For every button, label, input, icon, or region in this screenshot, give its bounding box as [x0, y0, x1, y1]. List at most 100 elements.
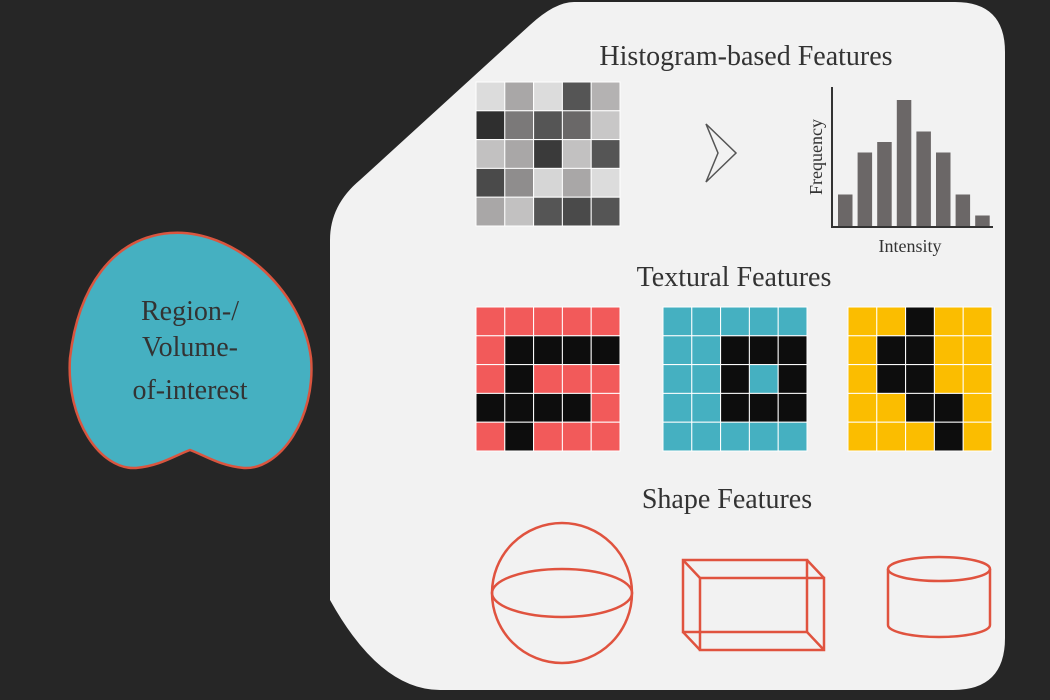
intensity-cell: [590, 81, 621, 112]
texture-cell: [504, 364, 535, 394]
texture-cell: [748, 421, 779, 452]
texture-cell: [748, 392, 779, 423]
texture-cell: [933, 421, 964, 452]
histogram-bar: [877, 142, 892, 226]
texture-cell: [905, 306, 935, 337]
intensity-cell: [590, 196, 621, 227]
texture-cell: [504, 392, 535, 423]
roi-label: Region-/ Volume- of-interest: [132, 296, 247, 406]
intensity-cell: [561, 110, 592, 141]
texture-cell: [561, 335, 592, 366]
texture-cell: [847, 364, 878, 394]
histogram-bar: [955, 194, 971, 226]
texture-cell: [962, 421, 993, 452]
texture-cell: [504, 306, 535, 337]
texture-cell: [876, 421, 907, 452]
histogram-bar: [975, 215, 990, 226]
texture-cell: [905, 421, 935, 452]
intensity-cell: [590, 110, 621, 141]
texture-cell: [533, 306, 563, 337]
intensity-cell: [504, 110, 535, 141]
texture-cell: [533, 364, 563, 394]
texture-cell: [876, 364, 907, 394]
intensity-cell: [504, 81, 535, 112]
texture-cell: [590, 421, 621, 452]
texture-cell: [475, 392, 506, 423]
intensity-grid: [475, 81, 621, 227]
texture-cell: [962, 306, 993, 337]
intensity-cell: [561, 167, 592, 198]
intensity-cell: [590, 139, 621, 169]
intensity-cell: [590, 167, 621, 198]
texture-cell: [748, 364, 779, 394]
texture-cell: [533, 421, 563, 452]
intensity-cell: [475, 139, 506, 169]
intensity-cell: [533, 110, 563, 141]
texture-cell: [876, 392, 907, 423]
texture-cell: [748, 306, 779, 337]
texture-cell: [933, 335, 964, 366]
intensity-cell: [475, 167, 506, 198]
texture-cell: [933, 364, 964, 394]
texture-cell: [933, 306, 964, 337]
texture-cell: [720, 421, 750, 452]
texture-cell: [475, 421, 506, 452]
intensity-cell: [504, 167, 535, 198]
intensity-cell: [533, 81, 563, 112]
histogram-y-label: Frequency: [806, 119, 826, 195]
texture-cell: [504, 421, 535, 452]
intensity-cell: [475, 110, 506, 141]
textural-section-title: Textural Features: [637, 262, 832, 293]
histogram-bar: [916, 131, 931, 226]
texture-cell: [962, 364, 993, 394]
texture-cell: [662, 364, 693, 394]
texture-cell: [504, 335, 535, 366]
texture-pattern: [662, 306, 808, 452]
texture-cell: [905, 335, 935, 366]
histogram-x-label: Intensity: [879, 236, 942, 256]
texture-cell: [590, 335, 621, 366]
texture-cell: [777, 335, 808, 366]
intensity-cell: [475, 196, 506, 227]
texture-cell: [720, 335, 750, 366]
histogram-bar: [857, 152, 873, 226]
histogram-bar: [838, 194, 853, 226]
texture-cell: [561, 421, 592, 452]
intensity-cell: [504, 196, 535, 227]
sphere-shape-icon: [490, 521, 634, 665]
texture-cell: [777, 421, 808, 452]
texture-cell: [561, 364, 592, 394]
texture-patterns: [475, 306, 993, 452]
texture-cell: [962, 392, 993, 423]
intensity-cell: [561, 139, 592, 169]
texture-cell: [962, 335, 993, 366]
texture-cell: [662, 392, 693, 423]
histogram-section-title: Histogram-based Features: [599, 41, 892, 72]
intensity-cell: [504, 139, 535, 169]
texture-cell: [662, 421, 693, 452]
texture-cell: [777, 306, 808, 337]
texture-cell: [720, 306, 750, 337]
roi-blob: [68, 231, 313, 470]
texture-cell: [662, 335, 693, 366]
texture-pattern: [475, 306, 621, 452]
texture-cell: [847, 392, 878, 423]
intensity-cell: [533, 196, 563, 227]
texture-cell: [561, 392, 592, 423]
texture-cell: [905, 392, 935, 423]
texture-cell: [691, 306, 722, 337]
texture-cell: [662, 306, 693, 337]
intensity-cell: [533, 139, 563, 169]
texture-cell: [933, 392, 964, 423]
chevron-right-icon: [705, 123, 738, 183]
texture-cell: [691, 335, 722, 366]
texture-cell: [475, 364, 506, 394]
intensity-cell: [475, 81, 506, 112]
histogram-bar: [936, 152, 951, 226]
texture-cell: [847, 306, 878, 337]
intensity-cell: [561, 81, 592, 112]
texture-cell: [720, 392, 750, 423]
texture-cell: [847, 421, 878, 452]
texture-cell: [876, 335, 907, 366]
